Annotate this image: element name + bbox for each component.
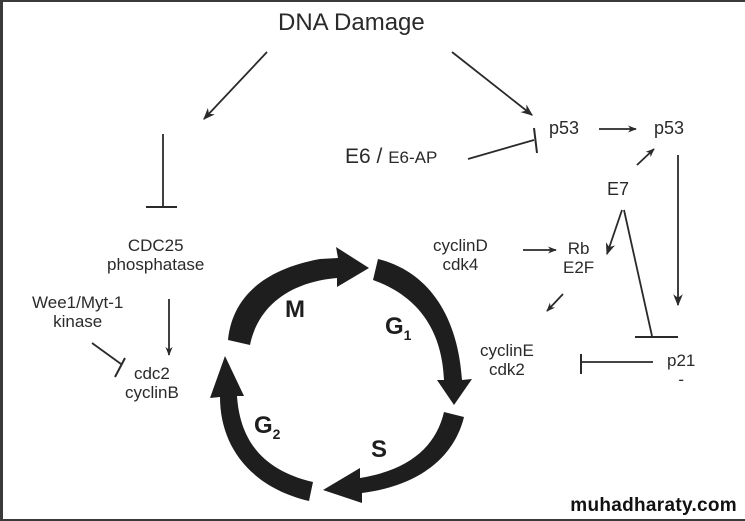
phase-g2-base: G bbox=[254, 412, 273, 439]
node-p21: p21 - bbox=[667, 351, 695, 389]
inhibit-e6-p53 bbox=[467, 127, 538, 160]
inhibit-p21-cycline bbox=[580, 354, 653, 374]
node-p21-line2: - bbox=[678, 370, 685, 390]
phase-g2-sub: 2 bbox=[272, 426, 281, 442]
watermark: muhadharaty.com bbox=[570, 495, 737, 516]
node-cycline-line2: cdk2 bbox=[488, 360, 525, 380]
node-cyclind-cdk4: cyclinD cdk4 bbox=[433, 236, 488, 274]
phase-g1-sub: 1 bbox=[403, 327, 412, 343]
node-e6: E6 / bbox=[345, 145, 389, 168]
cycle-arrow-g2 bbox=[210, 356, 313, 501]
inhibit-e7-p21 bbox=[623, 209, 678, 338]
node-cyclind-line2: cdk4 bbox=[442, 255, 479, 275]
node-cycline-cdk2: cyclinE cdk2 bbox=[480, 341, 534, 379]
phase-m: M bbox=[285, 296, 305, 323]
node-cdc2-line1: cdc2 bbox=[133, 364, 170, 383]
node-p53-right: p53 bbox=[654, 118, 685, 138]
node-cdc2-cyclinb: cdc2 cyclinB bbox=[125, 364, 179, 402]
node-rb-line2: E2F bbox=[563, 258, 595, 278]
arrow-dna-to-left bbox=[203, 51, 268, 120]
node-rb-line1: Rb bbox=[567, 239, 590, 258]
node-cyclind-line1: cyclinD bbox=[433, 236, 488, 255]
title-dna-damage: DNA Damage bbox=[278, 9, 425, 36]
node-cdc25: CDC25 phosphatase bbox=[107, 236, 204, 274]
node-rb-e2f: Rb E2F bbox=[563, 239, 594, 277]
node-cdc25-line2: phosphatase bbox=[107, 255, 205, 275]
inhibit-wee1-cdc2 bbox=[91, 342, 126, 378]
node-cycline-line1: cyclinE bbox=[480, 341, 534, 360]
node-wee1-line2: kinase bbox=[53, 312, 103, 332]
arrow-rb-to-cycline bbox=[546, 293, 564, 312]
node-cdc25-line1: CDC25 bbox=[127, 236, 184, 255]
cycle-arrow-g1 bbox=[373, 259, 472, 405]
phase-g1: G1 bbox=[385, 313, 411, 343]
cell-cycle-wheel bbox=[210, 247, 472, 503]
node-e7: E7 bbox=[607, 179, 630, 199]
node-e6-e6ap: E6 / E6-AP bbox=[345, 145, 437, 169]
node-p21-line1: p21 bbox=[667, 351, 696, 370]
cycle-arrow-s bbox=[323, 412, 464, 503]
arrow-e7-to-rb bbox=[605, 209, 623, 256]
node-e6ap: E6-AP bbox=[388, 148, 438, 167]
node-p53-left: p53 bbox=[549, 118, 580, 138]
node-wee1: Wee1/Myt-1 kinase bbox=[32, 293, 123, 331]
node-wee1-line1: Wee1/Myt-1 bbox=[32, 293, 124, 312]
arrow-dna-to-p53 bbox=[451, 51, 533, 116]
phase-s: S bbox=[371, 436, 388, 463]
phase-g2: G2 bbox=[254, 412, 280, 442]
arrow-e7-to-p53 bbox=[636, 148, 655, 166]
phase-g1-base: G bbox=[385, 313, 404, 340]
inhibit-dna-cdc25 bbox=[146, 134, 177, 208]
node-cdc2-line2: cyclinB bbox=[125, 383, 179, 403]
cycle-arrow-m bbox=[228, 247, 369, 345]
